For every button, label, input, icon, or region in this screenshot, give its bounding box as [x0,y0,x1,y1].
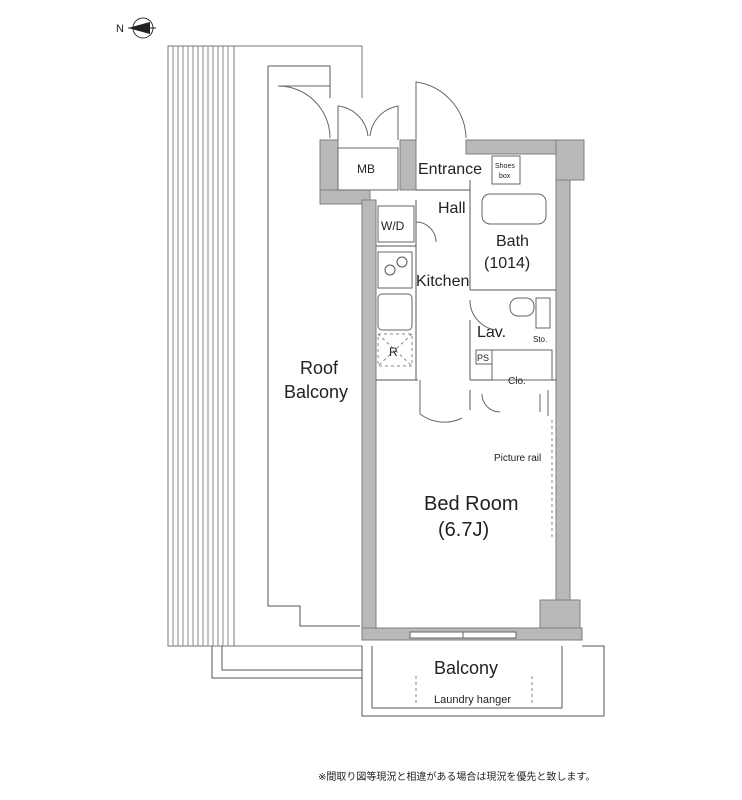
roof-balcony-door [277,85,331,139]
entrance-label: Entrance [418,161,482,178]
balcony-window [409,631,517,639]
shoes-box [491,155,521,185]
mb-label: MB [357,162,375,176]
balcony-label: Balcony [434,658,498,678]
storage-cabinet [535,297,551,329]
roof-balcony-label-1: Roof [300,358,339,378]
roof-balcony-railing [167,45,363,679]
shoes-box-label-1: Shoes [495,163,515,170]
hall-label: Hall [438,200,466,217]
lav-door [469,299,497,331]
sink [377,293,413,331]
bath-label: Bath [496,233,529,250]
laundry-hanger-label: Laundry hanger [434,694,511,706]
balcony [361,645,605,717]
burner-icon [396,256,408,268]
bathtub [481,193,547,225]
washer-dryer [377,205,415,243]
burner-icon [384,264,396,276]
wd-label: W/D [381,219,405,233]
lav-label: Lav. [477,324,506,341]
bed-room-label: Bed Room [424,493,519,515]
kitchen-label: Kitchen [416,273,469,290]
closet-door-2 [539,390,549,416]
entrance-door [415,81,467,140]
bath-size-label: (1014) [484,255,530,272]
shoes-box-label-2: box [499,173,511,180]
compass-north-label: N [116,23,124,35]
bedroom-door [419,380,463,423]
stove [377,251,413,289]
compass-icon: N [116,17,156,39]
closet-door [481,393,501,413]
closet-label: Clo. [508,376,526,387]
picture-rail-label: Picture rail [494,453,541,464]
disclaimer-note: ※間取り図等現況と相違がある場合は現況を優先と致します。 [318,772,596,783]
sto-label: Sto. [533,335,547,344]
wd-door [415,221,437,243]
ps-label: PS [477,353,489,363]
refrigerator-label: R [389,345,398,359]
bed-room-size-label: (6.7J) [438,519,489,541]
roof-balcony-label-2: Balcony [284,382,348,402]
closet [491,349,553,381]
toilet [509,297,535,317]
mb-door [337,105,399,140]
